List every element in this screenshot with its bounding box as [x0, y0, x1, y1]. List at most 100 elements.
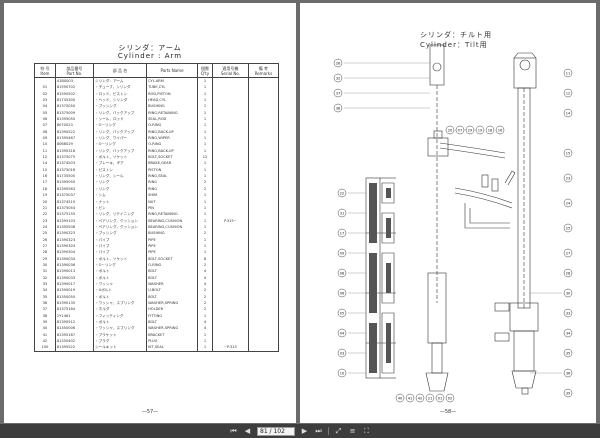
prev-page-button[interactable]: ◀: [244, 426, 251, 435]
cell-qty: 4: [196, 319, 214, 326]
menu-icon[interactable]: ≡: [349, 426, 356, 435]
cell-remarks: [247, 135, 280, 142]
callout-circle: [425, 393, 435, 403]
callout-label: 04: [340, 331, 345, 335]
last-page-button[interactable]: ⏭: [315, 426, 322, 435]
cell-name-jp: ・プラグ: [92, 338, 148, 345]
callout-circle: [333, 88, 343, 98]
callout-circle: [445, 393, 455, 403]
cell-qty: 1: [196, 344, 214, 352]
cell-remarks: [247, 204, 280, 212]
cell-qty: 1: [196, 116, 214, 123]
callout-label: 30: [566, 291, 571, 295]
cell-qty: 1: [196, 331, 214, 339]
cell-remarks: [247, 179, 280, 186]
fullscreen-icon[interactable]: ⛶: [364, 426, 369, 435]
callout-label: 27: [566, 251, 571, 255]
cell-name-jp: シリンダ：アーム: [92, 77, 148, 85]
cell-name-jp: ・ピン: [92, 204, 148, 212]
callout-label: 23: [566, 176, 571, 180]
cell-qty: 2: [196, 261, 214, 269]
cell-name-jp: ・Uボルト: [92, 287, 148, 294]
cell-part-no: 81390034: [54, 255, 94, 262]
callout-label: 05: [340, 311, 345, 315]
cell-remarks: [247, 312, 280, 320]
first-page-button[interactable]: ⏮: [230, 426, 237, 435]
cell-name-jp: ・ブラケット: [92, 331, 148, 339]
callout-circle: [337, 348, 347, 358]
cell-qty: 1: [196, 84, 214, 91]
cell-name-jp: ・ボルト，ソケット: [92, 255, 148, 262]
toolbar-divider: [328, 427, 329, 435]
cell-remarks: [247, 128, 280, 136]
cell-part-no: 81375037: [54, 192, 94, 199]
cell-qty: 1: [196, 160, 214, 167]
cell-remarks: [247, 84, 280, 91]
next-page-button[interactable]: ▶: [301, 426, 308, 435]
callout-label: 17: [340, 231, 345, 235]
cell-part-no: 81375155: [54, 211, 94, 218]
callout-circle: [337, 208, 347, 218]
callout-circle: [475, 125, 485, 135]
cell-remarks: [247, 236, 280, 243]
cell-part-no: 41B0003: [54, 77, 94, 85]
cell-qty: 1: [196, 204, 214, 212]
cell-remarks: [247, 280, 280, 288]
cell-name-jp: ・ボルト: [92, 319, 148, 326]
cell-qty: 2: [196, 179, 214, 186]
cell-name-jp: ・ボルト，ソケット: [92, 154, 148, 161]
cell-qty: 12: [196, 154, 214, 161]
diagram-title-jp: シリンダ：チルト用: [420, 31, 492, 39]
cell-remarks: [247, 230, 280, 237]
callout-label: 12: [566, 91, 571, 95]
cell-name-jp: ・ベアリング，クッション: [92, 217, 148, 224]
callout-label: 24: [566, 201, 571, 205]
callout-label: 32: [336, 76, 341, 80]
callout-label: 10: [340, 371, 345, 375]
cell-name-jp: ・リング，ワイパー: [92, 135, 148, 142]
cell-part-no: 8068029: [54, 141, 94, 148]
cell-qty: 2: [196, 185, 214, 193]
callout-label: 11: [566, 71, 571, 75]
cell-remarks: [247, 293, 280, 300]
callout-label: 21: [428, 396, 433, 400]
page-number-input[interactable]: [257, 426, 295, 436]
cell-name-jp: ・リング: [92, 179, 148, 186]
cell-part-no: 81390522: [54, 128, 94, 136]
cell-remarks: [247, 90, 280, 97]
cell-name-jp: ・ブッシング: [92, 230, 148, 237]
callout-label: 06: [340, 291, 345, 295]
cell-remarks: [247, 185, 280, 193]
cell-part-no: 8070023: [54, 122, 94, 129]
cell-remarks: [247, 325, 280, 332]
fit-page-icon[interactable]: ⤢: [335, 426, 342, 435]
cell-remarks: [247, 268, 280, 275]
cell-remarks: [247, 261, 280, 269]
cell-part-no: 81390135: [54, 299, 94, 307]
cell-qty: 1: [196, 217, 214, 224]
page-number: —57—: [141, 409, 159, 415]
cell-part-no: 81350402: [54, 338, 94, 345]
cell-part-no: 81395050: [54, 179, 94, 186]
callout-circle: [333, 73, 343, 83]
callout-label: 15: [566, 151, 571, 155]
cell-part-no: 81390019: [54, 287, 94, 294]
